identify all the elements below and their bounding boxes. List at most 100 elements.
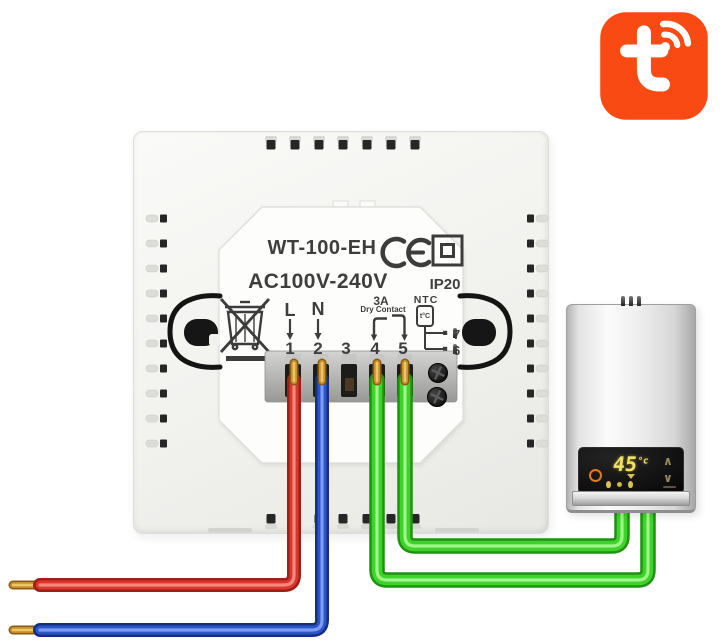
vent-slot [145,214,159,223]
vent-slot [266,140,276,150]
ip-rating-label: IP20 [429,276,461,293]
boiler-vent-pin [621,296,625,306]
vent-slot [362,140,372,150]
sensor-probe-label: t°C [419,313,431,320]
vent-slot [160,214,167,223]
tuya-logo [600,12,708,120]
wifi-icon [659,20,692,52]
terminal-number-5: 5 [398,339,408,358]
boiler-temperature: 45°c [611,452,649,476]
vent-slot [266,514,276,524]
vent-slot [535,239,549,248]
screw [428,363,448,383]
tuya-t-glyph [620,25,670,92]
vent-slot [160,414,167,423]
vent-slot [535,214,549,223]
boiler-vent-pin [637,296,641,306]
relay-current-label: 3A [373,294,389,308]
flame-icon [606,481,611,488]
indicator-triangle-icon [627,474,635,479]
terminal-guide [341,354,357,365]
vent-slot [145,339,159,348]
temperature-unit: °c [636,456,650,467]
vent-slot [527,439,534,448]
vent-slot [386,140,396,150]
vent-slot [385,524,397,529]
right-mounting-hook [457,293,513,370]
vent-slot [160,364,167,373]
temp-down-icon: ∨ [663,471,673,485]
vent-slot [535,414,549,423]
vent-slot [527,289,534,298]
boiler-trim-strip [572,491,690,506]
status-icons [606,481,633,488]
vent-slot [160,339,167,348]
right-mounting-hole [462,319,496,346]
voltage-label: AC100V-240V [248,270,388,293]
vent-slot [527,214,534,223]
terminal-number-4: 4 [370,339,380,358]
sensor-pin-6: 6 [453,343,461,358]
live-label: L [284,300,296,320]
vent-slot [527,264,534,273]
vent-slot [160,389,167,398]
boiler-wire-b [397,358,630,554]
vent-slot [535,439,549,448]
vent-slot [386,514,396,524]
temp-up-icon: ∧ [663,454,673,468]
vent-slot [527,239,534,248]
vent-slot [160,239,167,248]
boiler: 45°c ∧ ∨ [566,296,696,513]
mode-dot-icon [617,482,622,487]
vent-slot [160,439,167,448]
vent-slot [338,140,348,150]
vent-slot [338,514,348,524]
temperature-value: 45 [611,452,639,476]
model-label: WT-100-EH [267,237,377,259]
vent-slot [145,314,159,323]
vent-slot [314,140,324,150]
vent-slot [160,264,167,273]
vent-slot [208,528,252,533]
mode-label-bar [663,486,676,488]
ln-arrows [286,319,322,340]
left-mounting-hook [167,293,223,370]
vent-slot [535,289,549,298]
ce-mark-icon [380,236,432,269]
boiler-display: 45°c ∧ ∨ [578,447,684,494]
vent-slot [527,414,534,423]
vent-slot [527,339,534,348]
power-icon [589,469,602,482]
vent-slot [145,389,159,398]
ntc-label: NTC [413,294,439,306]
terminal-number-3: 3 [341,339,351,358]
ntc-sensor-symbol [416,305,448,351]
left-mounting-hole [184,319,220,346]
vent-slot [535,314,549,323]
screw [427,387,447,407]
boiler-wire-a [369,358,656,588]
vent-slot [145,239,159,248]
terminal-number-2: 2 [313,339,323,358]
neutral-label: N [311,299,325,319]
boiler-vent-pin [629,296,633,306]
sensor-pin-7: 7 [453,327,461,342]
terminal-contact [345,378,354,391]
double-insulation-icon [431,234,464,267]
vent-slot [145,289,159,298]
vent-slot [145,364,159,373]
vent-slot [265,524,277,529]
neutral-wire [8,358,329,637]
relay-type-label: Dry Contact [360,305,406,314]
vent-slot [145,414,159,423]
vent-slot [145,439,159,448]
vent-slot [337,524,349,529]
vent-slot [160,314,167,323]
vent-slot [435,528,479,533]
water-drop-icon [628,481,633,488]
vent-slot [535,264,549,273]
vent-slot [535,339,549,348]
vent-slot [535,364,549,373]
